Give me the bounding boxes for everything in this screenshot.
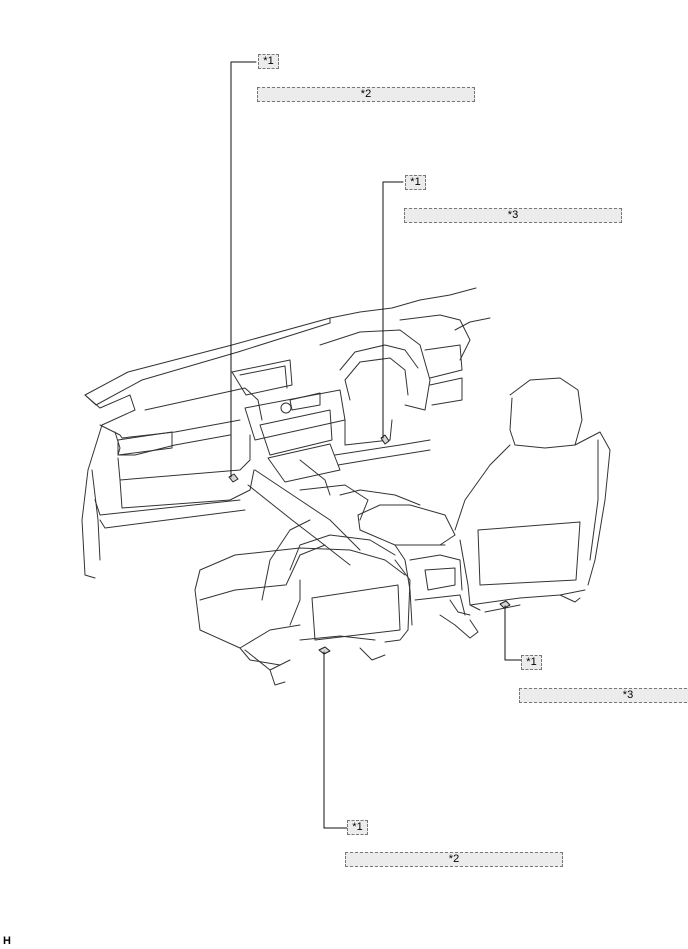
- leader-line-1: [230, 61, 257, 478]
- callout-label-2: *2: [257, 87, 475, 102]
- center-stack: [231, 359, 361, 566]
- passenger-seat: [194, 519, 411, 686]
- leader-line-3: [504, 605, 522, 661]
- driver-seat: [449, 377, 611, 616]
- connector-3: [499, 600, 511, 609]
- callout-label-3: *3: [519, 688, 688, 703]
- center-console: [299, 484, 479, 639]
- callout-part-marker: *1: [405, 175, 426, 190]
- corner-mark: H: [3, 935, 11, 947]
- instrument-cluster: [319, 314, 491, 466]
- connector-markers: [228, 434, 511, 655]
- callout-part-marker: *1: [258, 54, 279, 69]
- dashboard: [81, 287, 477, 579]
- callout-part-marker: *1: [521, 655, 542, 670]
- leader-line-2: [382, 181, 404, 439]
- callout-label-2: *2: [345, 852, 563, 867]
- leader-line-4: [323, 651, 348, 829]
- connector-2: [380, 434, 390, 445]
- connector-4: [318, 646, 331, 655]
- callout-label-3: *3: [404, 208, 622, 223]
- connector-1: [228, 473, 239, 483]
- callout-part-marker: *1: [347, 820, 368, 835]
- leader-lines: [230, 61, 522, 829]
